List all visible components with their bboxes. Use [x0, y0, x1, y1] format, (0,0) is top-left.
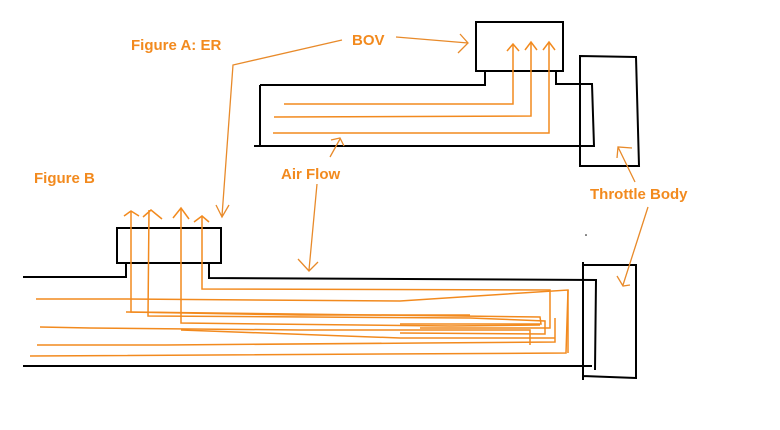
- figure-b-airflow-4: [29, 289, 569, 357]
- figure-a-pipe-top-wall: [260, 72, 486, 86]
- stray-dot: [585, 234, 587, 236]
- figure-a-vent-arrow-3: [542, 40, 556, 51]
- figure-b-airflow-5: [125, 311, 470, 316]
- figure-a-airflow-3: [273, 42, 550, 134]
- figure-b-vent-arrow-4: [193, 215, 210, 223]
- figure-a-airflow-1: [284, 44, 514, 105]
- bov-pointer-a-arrow: [395, 33, 469, 54]
- figure-a: [254, 21, 641, 167]
- bov-pointer-b-arrow: [215, 39, 343, 219]
- figure-b-vent-arrow-3: [172, 206, 190, 220]
- figure-b-airflow-vent-1: [130, 212, 542, 325]
- figure-a-throttle-body: [579, 54, 641, 167]
- figure-a-pipe-bottom-wall: [254, 72, 596, 147]
- figure-a-vent-arrow-1: [506, 42, 520, 52]
- figure-a-vent-arrow-2: [524, 40, 538, 51]
- figure-b-pipe-top-right-wall: [208, 263, 598, 371]
- figure-b: [23, 206, 637, 380]
- figure-b-bov-box: [116, 227, 222, 264]
- figure-b-airflow-vent-3: [180, 208, 541, 327]
- air-flow-pointer-b-arrow: [297, 183, 319, 272]
- air-flow-pointer-a-arrow: [329, 137, 345, 158]
- figure-b-vent-arrow-2: [142, 209, 163, 220]
- figure-a-airflow-2: [273, 42, 532, 118]
- figure-b-vent-arrow-1: [123, 210, 140, 217]
- figure-b-label: Figure B: [34, 170, 95, 187]
- figure-a-label: Figure A: ER: [131, 37, 221, 54]
- figure-b-airflow-6: [180, 329, 555, 339]
- figure-b-airflow-vent-2: [147, 209, 546, 335]
- throttle-pointer-a-arrow: [616, 146, 636, 183]
- figure-b-throttle-body: [582, 262, 637, 380]
- air-flow-label: Air Flow: [281, 166, 340, 183]
- figure-b-airflow-2: [39, 326, 531, 345]
- bov-label: BOV: [352, 32, 385, 49]
- figure-b-airflow-vent-4: [201, 216, 551, 329]
- figure-b-airflow-3: [37, 318, 556, 346]
- figure-b-pipe-top-left-wall: [23, 263, 127, 278]
- throttle-pointer-b-arrow: [616, 206, 649, 287]
- throttle-body-label: Throttle Body: [590, 186, 688, 203]
- figure-a-bov-box: [475, 21, 564, 72]
